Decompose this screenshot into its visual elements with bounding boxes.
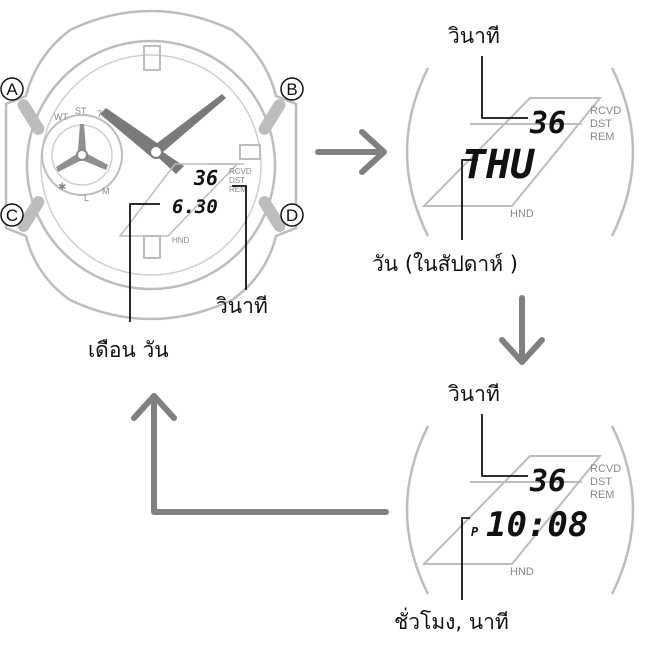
button-b-badge bbox=[280, 77, 304, 101]
button-d-badge bbox=[280, 203, 304, 227]
watch-dial bbox=[40, 54, 262, 276]
time-indicator-dst: DST bbox=[590, 476, 612, 488]
watch-illustration: WT ST 7 L M ✱ 36 6.30 RCVD DST REM HND A… bbox=[0, 9, 304, 322]
index-3 bbox=[239, 144, 261, 160]
weekday-screen-frame-right bbox=[610, 67, 635, 237]
button-c bbox=[17, 196, 45, 232]
label-hour-minute: ชั่วโมง, นาที bbox=[394, 610, 509, 634]
watch-bezel bbox=[25, 39, 277, 291]
dial-mark-wt: WT bbox=[54, 112, 68, 122]
time-indicator-hnd: HND bbox=[510, 566, 534, 578]
watch-indicator-dst: DST bbox=[229, 176, 245, 185]
sub-dial-pin bbox=[76, 149, 88, 161]
dial-mark-st: ST bbox=[75, 106, 87, 116]
arrow-back-up bbox=[131, 393, 389, 515]
bluetooth-icon: ✱ bbox=[58, 182, 66, 193]
weekday-main-display: THU bbox=[462, 142, 535, 188]
center-pin bbox=[149, 145, 163, 159]
time-seconds-display: 36 bbox=[529, 464, 566, 499]
time-screen: 36 P 10:08 RCVD DST REM HND bbox=[405, 414, 635, 600]
watch-case bbox=[4, 9, 298, 321]
label-month-day: เดือน วัน bbox=[88, 338, 169, 362]
flow-arrows bbox=[131, 129, 545, 515]
button-d-label: D bbox=[286, 206, 298, 225]
button-c-label: C bbox=[6, 206, 18, 225]
sub-dial-hand-right bbox=[82, 152, 108, 170]
callout-hour-minute bbox=[461, 517, 470, 600]
time-lcd-frame bbox=[421, 455, 603, 565]
arrow-right bbox=[315, 129, 387, 175]
sub-dial bbox=[41, 114, 123, 196]
sub-dial-hand-up bbox=[78, 124, 86, 150]
time-pm-indicator: P bbox=[471, 525, 479, 539]
time-screen-frame-right bbox=[610, 425, 635, 595]
dial-mark-l: L bbox=[84, 193, 89, 203]
index-6 bbox=[143, 235, 161, 259]
weekday-lcd-frame bbox=[421, 97, 603, 207]
watch-indicator-rem: REM bbox=[229, 185, 247, 194]
weekday-indicator-rem: REM bbox=[590, 131, 614, 143]
callout-weekday bbox=[461, 159, 478, 240]
watch-date-display: 6.30 bbox=[172, 196, 218, 218]
label-middle-seconds: วินาที bbox=[448, 382, 500, 406]
label-weekday: วัน (ในสัปดาห์ ) bbox=[372, 252, 518, 276]
weekday-indicator-dst: DST bbox=[590, 118, 612, 130]
button-c-badge bbox=[0, 203, 24, 227]
callout-watch-seconds bbox=[232, 185, 247, 290]
weekday-indicator-rcvd: RCVD bbox=[590, 105, 621, 117]
callout-middle-seconds bbox=[481, 414, 528, 477]
button-b-label: B bbox=[286, 80, 297, 99]
time-indicator-rem: REM bbox=[590, 489, 614, 501]
watch-indicator-hnd: HND bbox=[172, 236, 190, 245]
label-top-seconds: วินาที bbox=[448, 24, 500, 48]
button-d bbox=[258, 196, 286, 232]
button-a-badge bbox=[0, 77, 24, 101]
weekday-indicator-hnd: HND bbox=[510, 208, 534, 220]
sub-dial-hand-left bbox=[56, 152, 82, 172]
callout-top-seconds bbox=[481, 56, 528, 119]
dial-mark-7: 7 bbox=[97, 109, 102, 119]
label-watch-seconds: วินาที bbox=[216, 294, 268, 318]
minute-hand bbox=[148, 94, 226, 158]
watch-seconds-display: 36 bbox=[193, 166, 218, 190]
dial-mark-m: M bbox=[102, 186, 110, 196]
callout-month-day bbox=[129, 203, 160, 322]
button-a bbox=[17, 99, 45, 135]
button-b bbox=[258, 99, 286, 135]
weekday-screen-frame-left bbox=[405, 67, 430, 237]
index-12 bbox=[143, 45, 161, 71]
arrow-down bbox=[499, 295, 545, 365]
time-indicator-rcvd: RCVD bbox=[590, 463, 621, 475]
watch-indicator-rcvd: RCVD bbox=[229, 167, 252, 176]
time-main-display: 10:08 bbox=[486, 505, 588, 545]
weekday-seconds-display: 36 bbox=[529, 106, 566, 141]
weekday-screen: 36 THU RCVD DST REM HND bbox=[405, 56, 635, 240]
time-screen-frame-left bbox=[405, 425, 430, 595]
button-a-label: A bbox=[6, 80, 18, 99]
hour-hand bbox=[100, 108, 160, 156]
